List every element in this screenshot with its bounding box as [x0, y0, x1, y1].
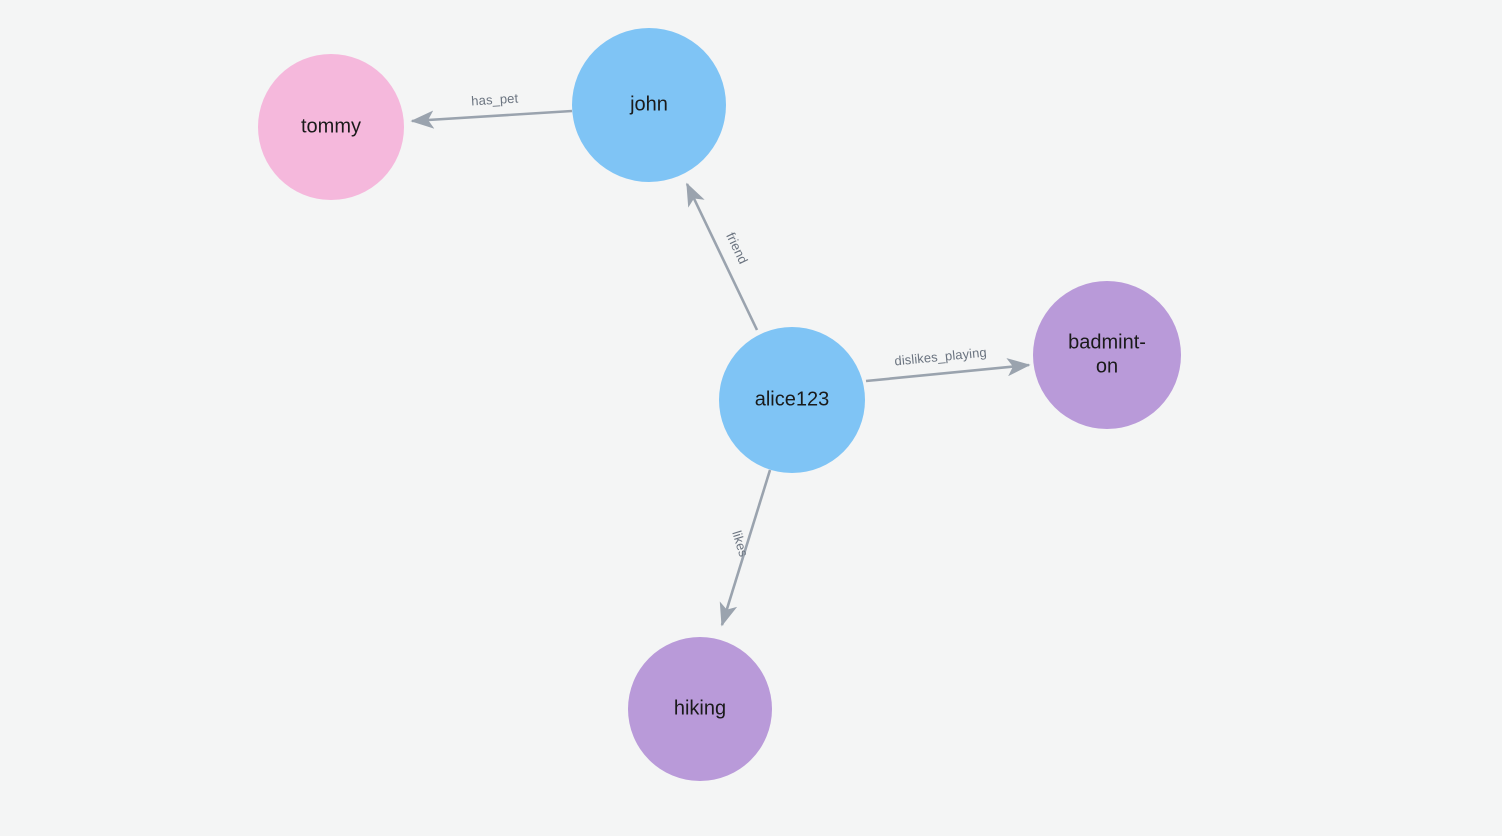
graph-edge[interactable]: dislikes_playing — [865, 345, 1031, 383]
node-circle[interactable] — [628, 637, 772, 781]
graph-node-tommy[interactable]: tommy — [258, 54, 404, 200]
edge-label: friend — [723, 230, 751, 266]
graph-edge[interactable]: friend — [685, 182, 759, 331]
edge-label: likes — [729, 529, 751, 559]
graph-node-john[interactable]: john — [572, 28, 726, 182]
edge-label: dislikes_playing — [894, 345, 988, 369]
graph-edge[interactable]: likes — [719, 469, 772, 627]
graph-edge[interactable]: has_pet — [410, 91, 573, 129]
node-circle[interactable] — [258, 54, 404, 200]
edge-line — [685, 182, 759, 331]
node-circle[interactable] — [1033, 281, 1181, 429]
edge-label: has_pet — [471, 91, 519, 109]
node-circle[interactable] — [572, 28, 726, 182]
graph-node-hiking[interactable]: hiking — [628, 637, 772, 781]
edge-line — [410, 109, 573, 129]
nodes-layer: tommy john alice123 badmint-on hiking — [258, 28, 1181, 781]
edge-line — [865, 358, 1031, 383]
edge-line — [719, 469, 772, 627]
node-circle[interactable] — [719, 327, 865, 473]
graph-node-badminton[interactable]: badmint-on — [1033, 281, 1181, 429]
graph-node-alice123[interactable]: alice123 — [719, 327, 865, 473]
